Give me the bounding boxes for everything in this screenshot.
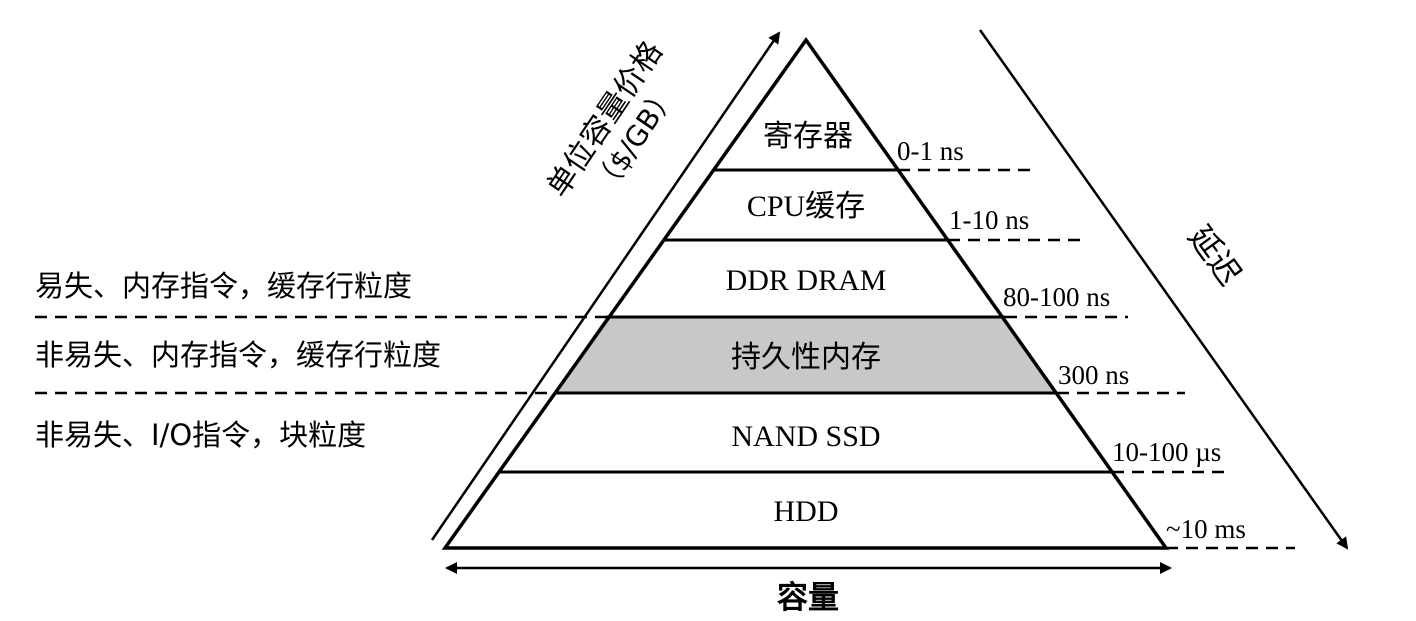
tier-label-nand-ssd: NAND SSD (731, 420, 880, 453)
category-dash-lines (35, 315, 606, 395)
tier-labels: 寄存器 CPU缓存 DDR DRAM 持久性内存 NAND SSD HDD (726, 119, 887, 528)
latency-dash-lines (898, 168, 1295, 550)
latency-label-hdd: ~10 ms (1166, 514, 1246, 544)
side-note-volatile: 易失、内存指令，缓存行粒度 (35, 269, 412, 303)
tier-label-cpu-cache: CPU缓存 (747, 190, 865, 223)
latency-label-nand-ssd: 10-100 µs (1112, 437, 1221, 467)
persistent-memory-highlight (554, 317, 1057, 393)
tier-label-registers: 寄存器 (763, 119, 853, 154)
side-note-nonvolatile-io: 非易失、I/O指令，块粒度 (35, 418, 366, 452)
latency-axis-label: 延迟 (1181, 218, 1249, 292)
tier-label-dram: DDR DRAM (726, 264, 887, 297)
latency-labels: 0-1 ns 1-10 ns 80-100 ns 300 ns 10-100 µ… (897, 136, 1246, 544)
tier-label-hdd: HDD (774, 495, 839, 528)
pyramid-outline (441, 36, 1170, 550)
tier-label-persistent-memory: 持久性内存 (731, 340, 881, 375)
latency-label-dram: 80-100 ns (1003, 282, 1110, 312)
side-notes: 易失、内存指令，缓存行粒度 非易失、内存指令，缓存行粒度 非易失、I/O指令，块… (35, 269, 441, 452)
capacity-axis-label: 容量 (777, 580, 839, 616)
latency-label-registers: 0-1 ns (897, 136, 964, 166)
latency-label-cpu-cache: 1-10 ns (949, 205, 1029, 235)
latency-label-persistent-memory: 300 ns (1058, 360, 1129, 390)
tier-separators (499, 168, 1112, 474)
price-arrow (430, 31, 781, 541)
side-note-nonvolatile-memory: 非易失、内存指令，缓存行粒度 (35, 338, 441, 372)
latency-arrow (978, 29, 1349, 550)
price-axis-label: 单位容量价格 （$/GB） (540, 35, 683, 204)
